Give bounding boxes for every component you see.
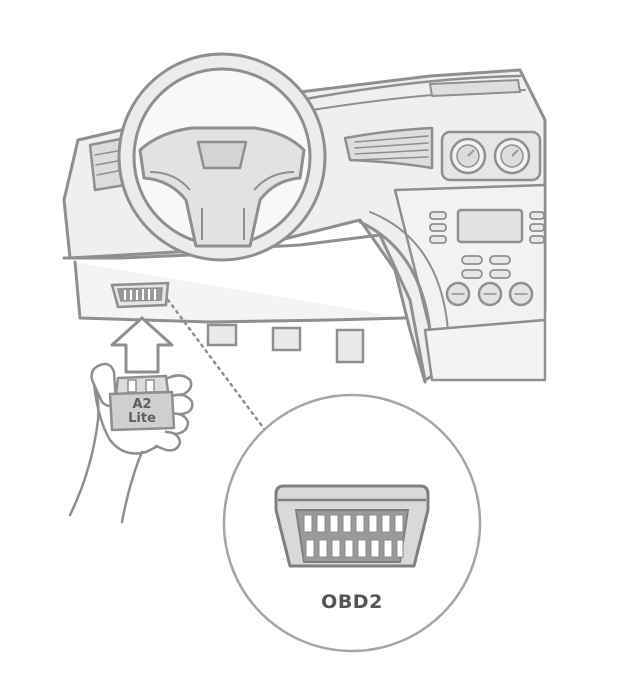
a2-lite-device: A2 Lite [108, 374, 176, 432]
obd-port-icon [110, 281, 170, 309]
obd2-label: OBD2 [321, 591, 383, 613]
pedals [206, 323, 365, 364]
device-label-lite: Lite [128, 411, 156, 426]
leader-line [166, 298, 267, 432]
obd-connector-icon [274, 484, 430, 568]
insert-arrow-icon [110, 316, 174, 374]
steering-wheel-icon [117, 52, 327, 262]
device-label-a2: A2 [132, 397, 151, 412]
gauge-cluster-icon [440, 130, 542, 182]
